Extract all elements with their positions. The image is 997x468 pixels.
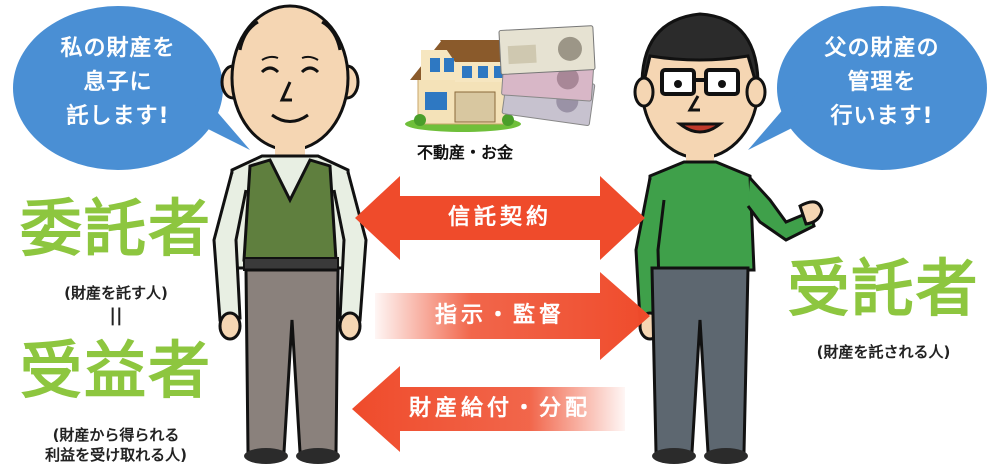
son-illustration xyxy=(633,12,824,464)
equals-sign: || xyxy=(109,305,123,326)
left-speech-bubble xyxy=(13,6,250,170)
banknotes-illustration xyxy=(498,25,596,126)
right-bubble-text: 父の財産の 管理を 行います! xyxy=(824,36,940,129)
trustee-title: 受託者 xyxy=(784,250,981,327)
beneficiary-note: (財産から得られる 利益を受け取れる人) xyxy=(45,426,187,464)
father-illustration xyxy=(212,4,368,464)
beneficiary-title: 受益者 xyxy=(16,332,213,409)
house-illustration xyxy=(405,40,521,132)
asset-caption: 不動産・お金 xyxy=(416,143,513,162)
instruction-label: 指示・監督 xyxy=(434,303,565,328)
settlor-note: (財産を託す人) xyxy=(64,284,168,302)
trustee-note: (財産を託される人) xyxy=(816,343,951,361)
left-bubble-text: 私の財産を 息子に 託します! xyxy=(60,36,176,129)
contract-label: 信託契約 xyxy=(447,205,552,230)
right-speech-bubble xyxy=(748,6,987,170)
instruction-arrow xyxy=(375,272,650,360)
distribution-label: 財産給付・分配 xyxy=(408,396,591,421)
contract-arrow xyxy=(355,176,645,260)
settlor-title: 委託者 xyxy=(16,190,213,267)
distribution-arrow xyxy=(352,366,625,452)
